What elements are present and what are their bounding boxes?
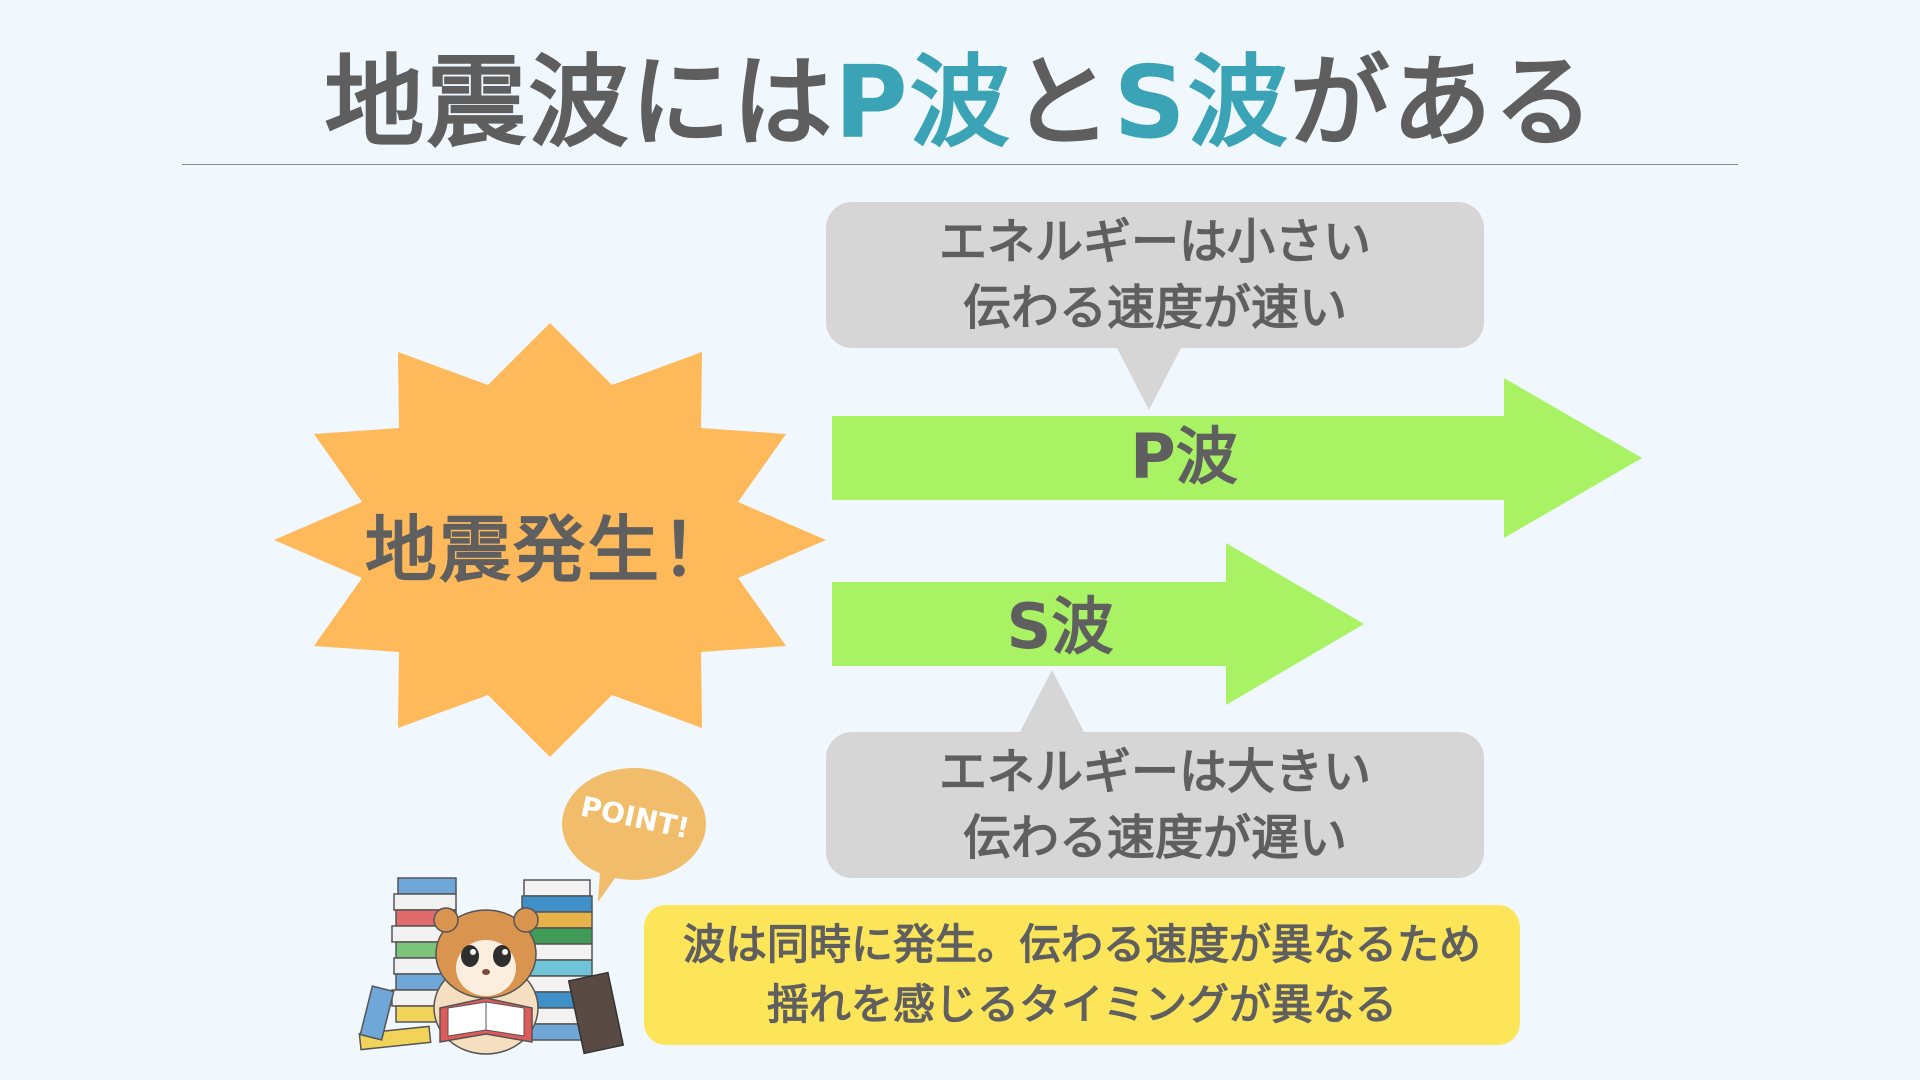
- s-wave-label: S波: [1006, 590, 1114, 663]
- point-summary-box: 波は同時に発生。伝わる速度が異なるため 揺れを感じるタイミングが異なる: [644, 905, 1520, 1045]
- s-wave-note-bubble: エネルギーは大きい 伝わる速度が遅い: [826, 732, 1484, 878]
- point-line-2: 揺れを感じるタイミングが異なる: [766, 980, 1397, 1029]
- earthquake-burst-icon: [274, 323, 826, 757]
- point-badge-tail-icon: [598, 872, 618, 902]
- point-line-1: 波は同時に発生。伝わる速度が異なるため: [682, 920, 1481, 969]
- s-wave-note-line-2: 伝わる速度が遅い: [962, 810, 1347, 866]
- page-title: 地震波にはP波とS波がある: [0, 38, 1920, 168]
- hamster-reading-books-icon: [358, 877, 625, 1055]
- p-wave-note-bubble: エネルギーは小さい 伝わる速度が速い: [826, 202, 1484, 348]
- p-wave-note-line-2: 伝わる速度が速い: [962, 280, 1347, 336]
- p-wave-label: P波: [1130, 420, 1238, 493]
- s-wave-arrow-icon: [832, 543, 1364, 705]
- title-s-wave: S波: [1113, 44, 1290, 161]
- point-badge-icon: [562, 768, 706, 880]
- title-part-2: と: [1011, 44, 1114, 161]
- title-part-1: 地震波には: [324, 44, 835, 161]
- title-part-3: がある: [1289, 44, 1596, 161]
- earthquake-label: 地震発生！: [364, 508, 735, 592]
- p-wave-note-line-1: エネルギーは小さい: [938, 214, 1371, 270]
- p-wave-arrow-icon: [832, 378, 1642, 538]
- title-p-wave: P波: [834, 44, 1012, 161]
- title-divider: [182, 164, 1738, 165]
- s-wave-note-line-1: エネルギーは大きい: [938, 744, 1371, 800]
